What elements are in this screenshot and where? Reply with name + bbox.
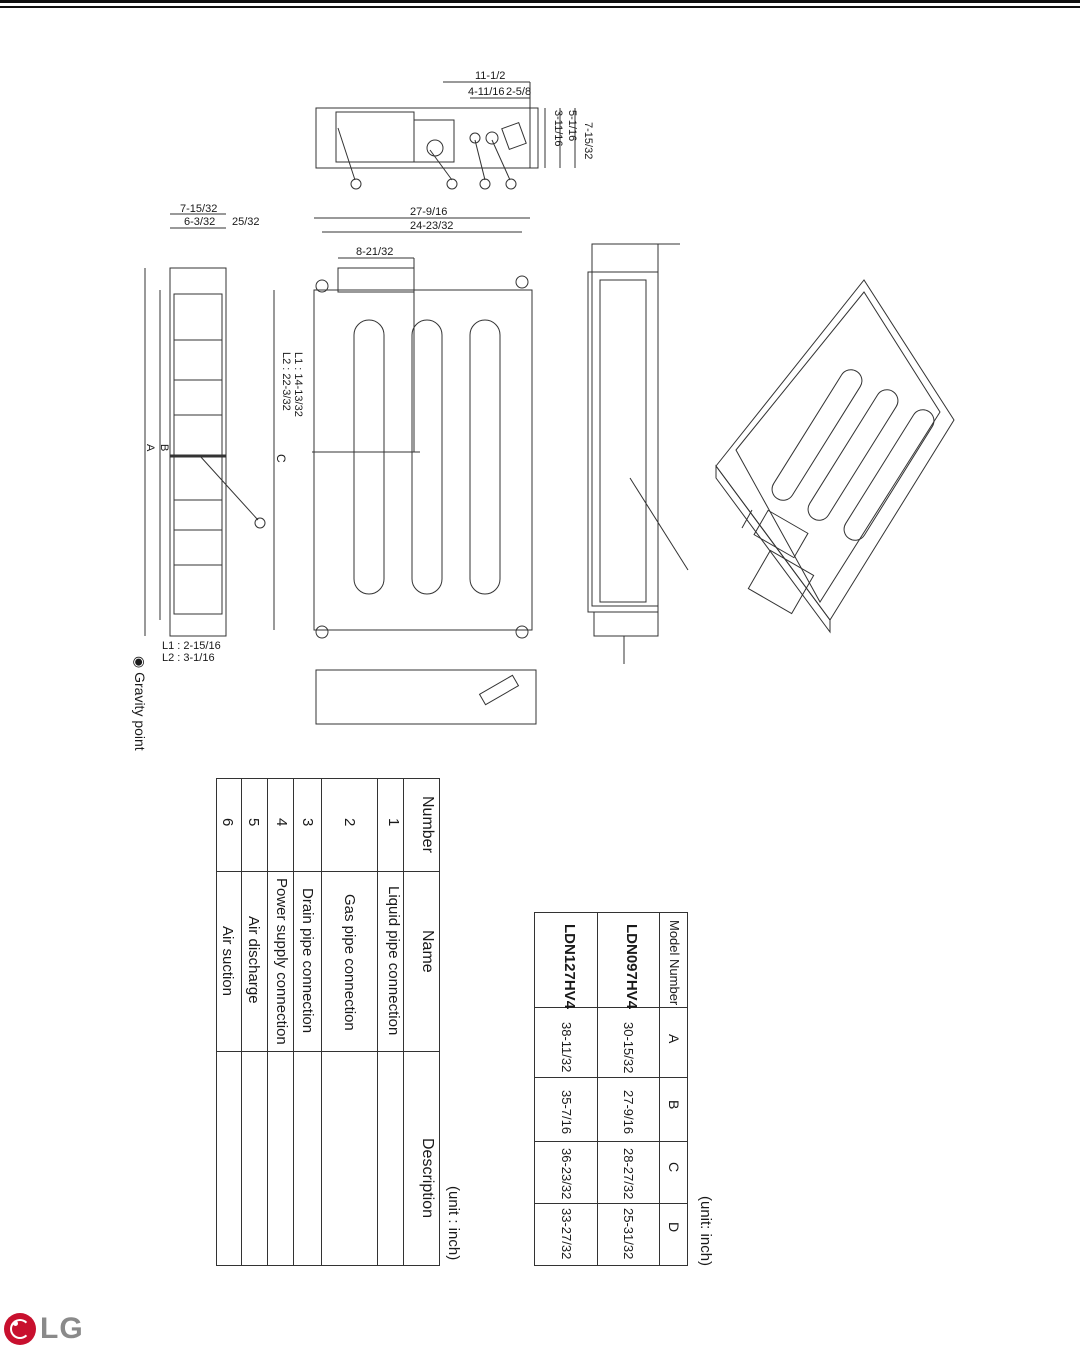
row-divider: [377, 779, 378, 1265]
lg-logo: LG: [4, 1312, 84, 1346]
dim-letter-a: A: [144, 444, 156, 452]
col-divider: [535, 1203, 687, 1204]
model-header-d: D: [666, 1222, 682, 1233]
row-divider: [403, 779, 404, 1265]
lg-logo-text: LG: [40, 1312, 84, 1345]
model-table: [534, 912, 688, 1266]
row-number: 1: [385, 818, 402, 827]
row-divider: [241, 779, 242, 1265]
dim-front-27-9-16: 27-9/16: [410, 206, 448, 218]
col-divider: [535, 1007, 687, 1008]
dim-side-6-3-32: 6-3/32: [184, 216, 216, 228]
row-divider: [293, 779, 294, 1265]
row-name: Air discharge: [245, 916, 262, 1004]
row-divider: [321, 779, 322, 1265]
model-row-b: 35-7/16: [559, 1090, 574, 1135]
dim-letter-c: C: [274, 454, 288, 463]
front-l1-label: L1 : 14-13/32: [292, 352, 304, 417]
model-header-model: Model Number: [667, 920, 682, 1006]
lg-face-icon: [4, 1313, 36, 1345]
dim-4-11-16: 4-11/16: [468, 86, 505, 98]
model-row-name: LDN097HV4: [623, 924, 640, 1010]
front-l2-label: L2 : 22-3/32: [280, 352, 292, 411]
row-number: 2: [341, 818, 358, 827]
header-description: Description: [419, 1138, 436, 1219]
row-divider: [597, 913, 598, 1265]
dim-11-1-2: 11-1/2: [475, 70, 506, 82]
header-number: Number: [419, 796, 436, 853]
connection-table-unit: (unit : inch): [445, 1186, 462, 1261]
row-name: Liquid pipe connection: [385, 886, 402, 1036]
row-name: Power supply connection: [273, 878, 290, 1045]
model-row-name: LDN127HV4: [561, 924, 578, 1010]
row-name: Air suction: [219, 926, 236, 997]
row-divider: [659, 913, 660, 1265]
col-divider: [535, 1077, 687, 1078]
model-row-d: 33-27/32: [559, 1208, 574, 1260]
side-l2-label: L2 : 3-1/16: [162, 652, 215, 664]
col-divider: [535, 1141, 687, 1142]
dim-side-25-32: 25/32: [232, 216, 260, 228]
col-divider: [217, 1051, 439, 1052]
header-rule-thin: [0, 6, 1080, 8]
dim-7-15-32-top: 7-15/32: [582, 122, 594, 160]
row-name: Drain pipe connection: [299, 888, 316, 1034]
dim-5-1-16: 5-1/16: [566, 110, 578, 142]
dim-2-5-8: 2-5/8: [506, 86, 532, 98]
model-header-a: A: [666, 1034, 682, 1044]
model-table-unit: (unit: inch): [697, 1196, 714, 1267]
side-l1-label: L1 : 2-15/16: [162, 640, 221, 652]
row-divider: [267, 779, 268, 1265]
dimension-drawing: [144, 81, 955, 725]
row-name: Gas pipe connection: [341, 894, 358, 1031]
row-number: 6: [219, 818, 236, 827]
dim-3-11-16: 3-11/16: [552, 110, 564, 147]
model-header-b: B: [666, 1100, 682, 1110]
row-number: 3: [299, 818, 316, 827]
row-number: 5: [245, 818, 262, 827]
model-row-a: 30-15/32: [621, 1022, 636, 1074]
connection-table: [216, 778, 440, 1266]
dim-side-7-15-32: 7-15/32: [180, 203, 218, 215]
dim-front-24-23-32: 24-23/32: [410, 220, 454, 232]
gravity-point-icon: ◉: [132, 656, 148, 669]
model-row-d: 25-31/32: [621, 1208, 636, 1260]
col-divider: [217, 871, 439, 872]
model-row-b: 27-9/16: [621, 1090, 636, 1135]
model-header-c: C: [666, 1162, 682, 1173]
row-number: 4: [273, 818, 290, 827]
gravity-point-legend: ◉ Gravity point: [131, 656, 148, 751]
model-row-a: 38-11/32: [559, 1022, 574, 1073]
dim-front-8-21-32: 8-21/32: [356, 246, 394, 258]
header-rule: [0, 0, 1080, 3]
dim-letter-b: B: [158, 444, 170, 452]
gravity-point-label: Gravity point: [132, 672, 148, 751]
model-row-c: 36-23/32: [559, 1148, 574, 1200]
model-row-c: 28-27/32: [621, 1148, 636, 1200]
header-name: Name: [419, 930, 436, 973]
